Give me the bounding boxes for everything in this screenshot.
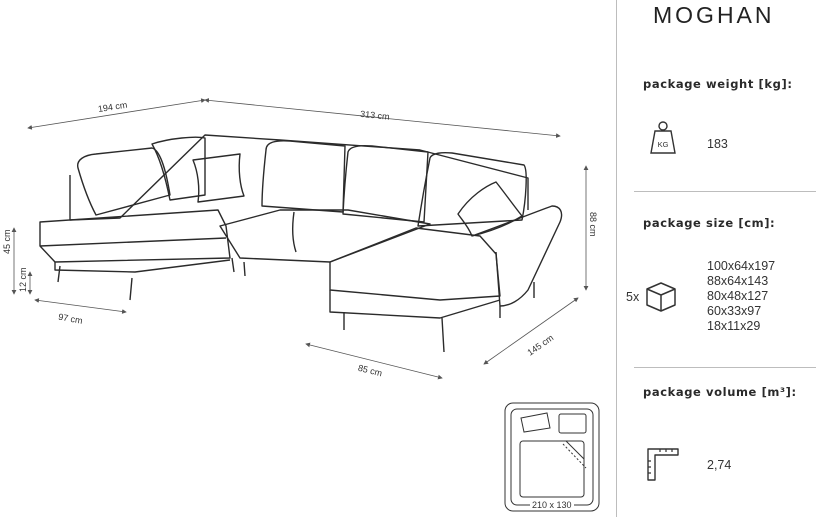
dim-leg-height: 12 cm [18, 267, 28, 292]
package-count: 5x [626, 290, 640, 304]
dim-left-depth: 97 cm [58, 312, 84, 326]
sofa-outline [39, 134, 563, 353]
package-size-item: 18x11x29 [707, 319, 761, 333]
bed-size-label: 210 x 130 [532, 500, 572, 510]
package-size-item: 60x33x97 [707, 304, 762, 318]
bed-icon [504, 402, 600, 512]
box-icon [646, 282, 676, 312]
dim-total-width: 313 cm [360, 109, 390, 122]
dim-height: 88 cm [588, 212, 598, 237]
package-size-item: 80x48x127 [707, 289, 769, 303]
package-size-list: 100x64x197 88x64x143 80x48x127 60x33x97 … [707, 259, 775, 334]
dim-seat-height: 45 cm [2, 229, 12, 254]
package-weight-label: package weight [kg]: [643, 77, 793, 91]
section-separator-1 [634, 191, 816, 192]
section-separator-2 [634, 367, 816, 368]
dim-back-left: 194 cm [97, 100, 128, 114]
bed-size-bg [530, 499, 574, 510]
package-weight-value: 183 [707, 137, 728, 151]
package-size-label: package size [cm]: [643, 216, 776, 230]
volume-ruler-icon [647, 448, 679, 481]
package-size-item: 88x64x143 [707, 274, 769, 288]
panel-divider [616, 0, 617, 517]
package-volume-value: 2,74 [707, 458, 732, 472]
dim-chaise-width: 85 cm [357, 363, 383, 379]
weight-kg-icon [650, 121, 676, 154]
dimension-lines [11, 98, 589, 380]
sofa-technical-drawing: 194 cm 313 cm 88 cm 45 cm 12 cm 97 cm 85… [2, 98, 600, 512]
package-volume-label: package volume [m³]: [643, 385, 797, 399]
package-size-item: 100x64x197 [707, 259, 776, 273]
weight-kg-text: KG [657, 140, 669, 149]
dim-chaise-depth: 145 cm [525, 333, 555, 358]
product-name: MOGHAN [653, 2, 775, 28]
